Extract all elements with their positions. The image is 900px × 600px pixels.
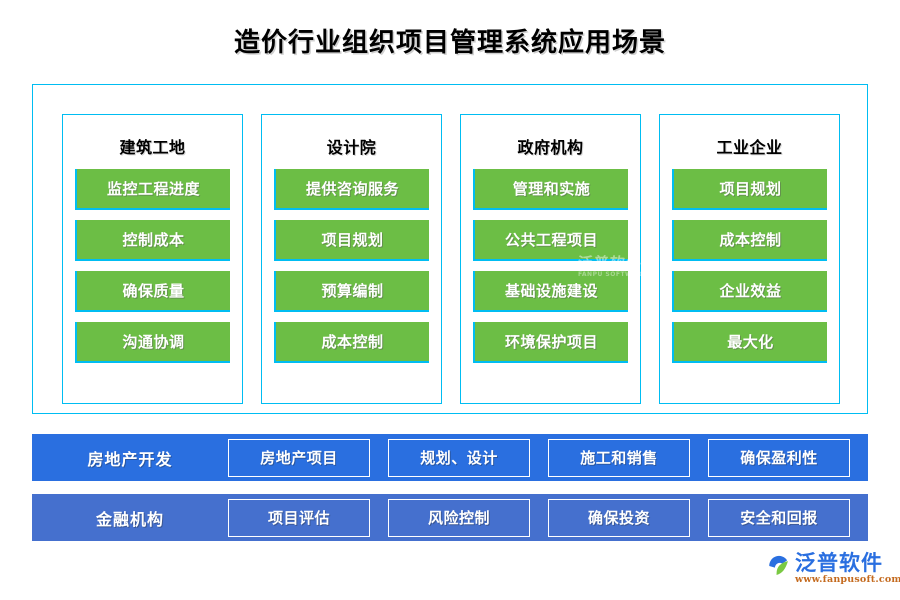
bar-cell[interactable]: 安全和回报 — [708, 498, 850, 537]
logo-name: 泛普软件 — [795, 551, 883, 575]
green-item[interactable]: 确保质量 — [75, 271, 230, 312]
column-header: 建筑工地 — [119, 138, 186, 157]
column-items: 提供咨询服务 项目规划 预算编制 成本控制 — [274, 169, 429, 363]
fanpu-leaf-icon — [769, 555, 788, 575]
green-item[interactable]: 公共工程项目 — [473, 220, 628, 261]
brand-logo: 泛普软件 www.fanpusoft.com — [766, 552, 900, 585]
green-item[interactable]: 项目规划 — [672, 169, 827, 210]
column-industrial-enterprise[interactable]: 工业企业 项目规划 成本控制 企业效益 最大化 — [659, 114, 840, 404]
column-header: 工业企业 — [716, 138, 783, 157]
column-items: 管理和实施 公共工程项目 基础设施建设 环境保护项目 — [473, 169, 628, 363]
bar-cell[interactable]: 项目评估 — [228, 498, 370, 537]
green-item[interactable]: 项目规划 — [274, 220, 429, 261]
column-building-site[interactable]: 建筑工地 监控工程进度 控制成本 确保质量 沟通协调 — [62, 114, 243, 404]
green-item[interactable]: 企业效益 — [672, 271, 827, 312]
green-item[interactable]: 管理和实施 — [473, 169, 628, 210]
column-government-agency[interactable]: 政府机构 管理和实施 公共工程项目 基础设施建设 环境保护项目 — [460, 114, 641, 404]
green-item[interactable]: 成本控制 — [672, 220, 827, 261]
column-items: 监控工程进度 控制成本 确保质量 沟通协调 — [75, 169, 230, 363]
bar-cell[interactable]: 确保投资 — [548, 498, 690, 537]
green-item[interactable]: 最大化 — [672, 322, 827, 363]
green-item[interactable]: 监控工程进度 — [75, 169, 230, 210]
logo-text: 泛普软件 www.fanpusoft.com — [795, 552, 900, 585]
bar-cell[interactable]: 施工和销售 — [548, 438, 690, 477]
column-header: 政府机构 — [517, 138, 584, 157]
green-item[interactable]: 沟通协调 — [75, 322, 230, 363]
bar-cell[interactable]: 风险控制 — [388, 498, 530, 537]
bar-cell[interactable]: 确保盈利性 — [708, 438, 850, 477]
bar-cell[interactable]: 房地产项目 — [228, 438, 370, 477]
bar-cells: 房地产项目 规划、设计 施工和销售 确保盈利性 — [228, 434, 868, 481]
page-title: 造价行业组织项目管理系统应用场景 — [233, 28, 666, 58]
green-item[interactable]: 环境保护项目 — [473, 322, 628, 363]
green-item[interactable]: 预算编制 — [274, 271, 429, 312]
column-items: 项目规划 成本控制 企业效益 最大化 — [672, 169, 827, 363]
column-group: 建筑工地 监控工程进度 控制成本 确保质量 沟通协调 设计院 提供咨询服务 项目… — [62, 114, 840, 404]
green-item[interactable]: 成本控制 — [274, 322, 429, 363]
logo-url: www.fanpusoft.com — [795, 574, 900, 585]
bar-cell[interactable]: 规划、设计 — [388, 438, 530, 477]
bar-cells: 项目评估 风险控制 确保投资 安全和回报 — [228, 494, 868, 541]
bar-financial-institution[interactable]: 金融机构 项目评估 风险控制 确保投资 安全和回报 — [32, 494, 868, 541]
green-item[interactable]: 基础设施建设 — [473, 271, 628, 312]
column-design-institute[interactable]: 设计院 提供咨询服务 项目规划 预算编制 成本控制 — [261, 114, 442, 404]
bar-label: 房地产开发 — [87, 449, 173, 469]
green-item[interactable]: 控制成本 — [75, 220, 230, 261]
green-item[interactable]: 提供咨询服务 — [274, 169, 429, 210]
bar-label: 金融机构 — [95, 509, 164, 529]
column-header: 设计院 — [326, 138, 377, 157]
bar-real-estate-development[interactable]: 房地产开发 房地产项目 规划、设计 施工和销售 确保盈利性 — [32, 434, 868, 481]
